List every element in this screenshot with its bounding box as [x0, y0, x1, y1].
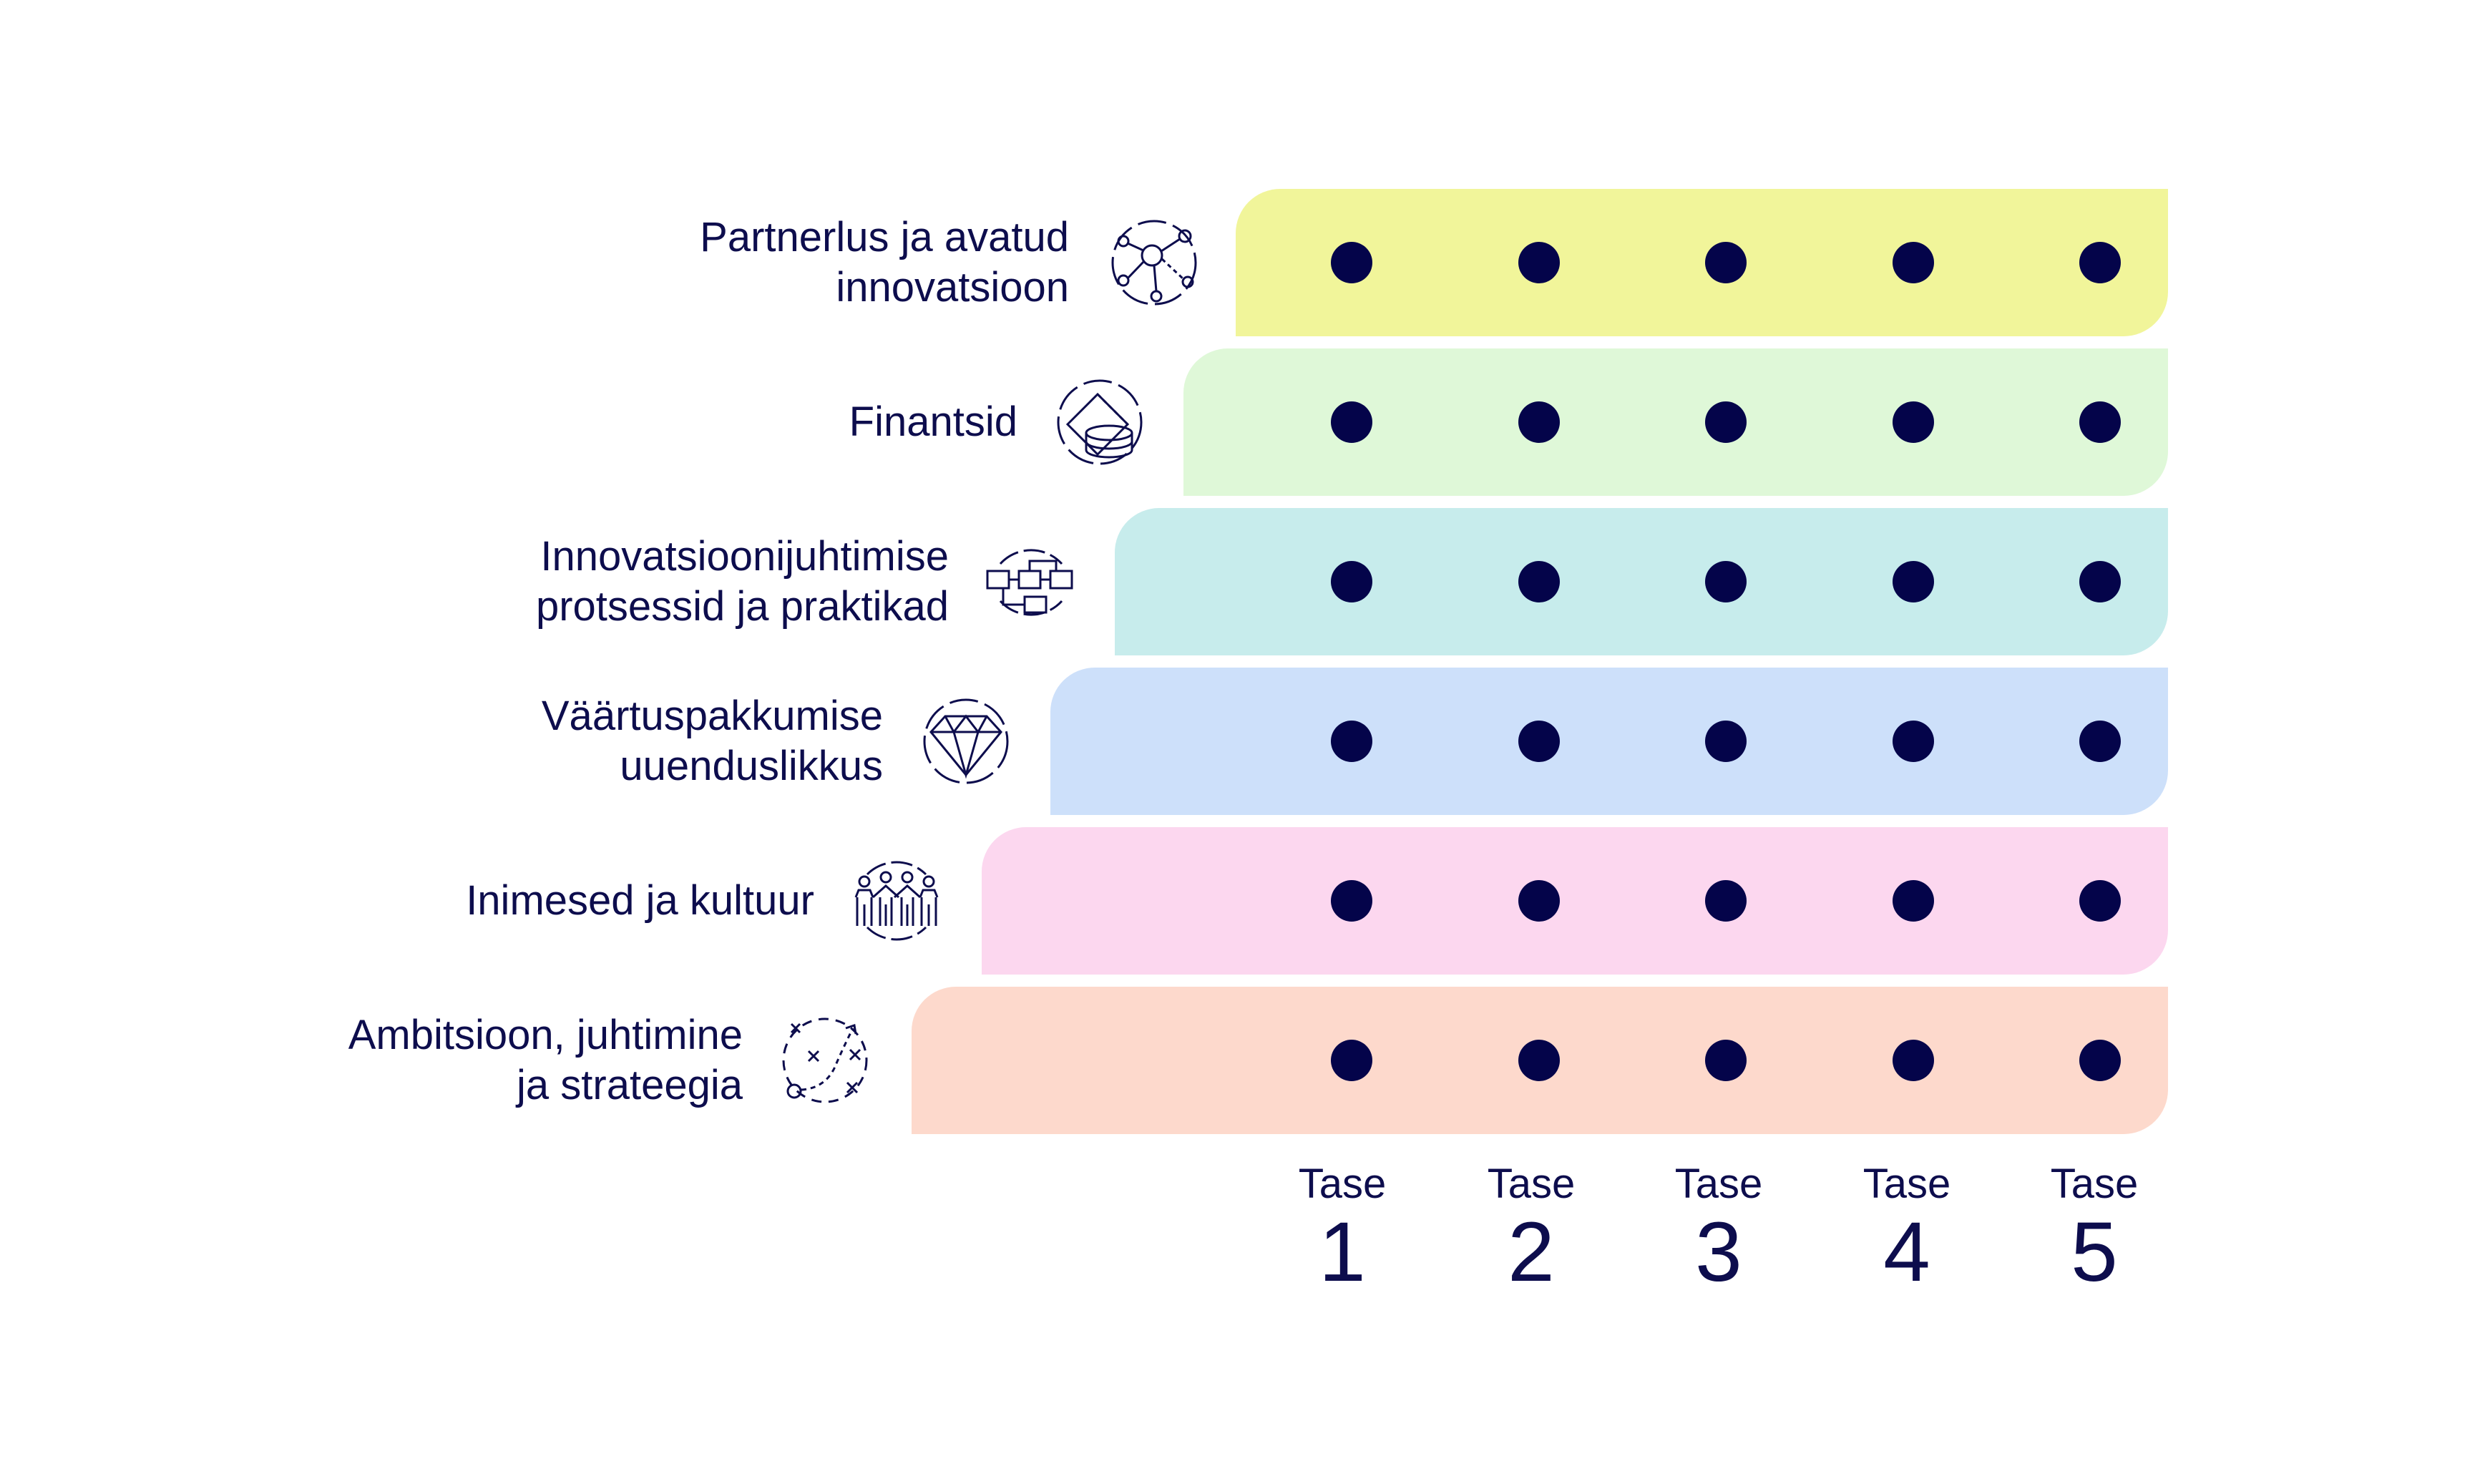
dot-ambition-4 [1893, 1040, 1934, 1081]
band-partnership [1236, 189, 2168, 336]
row-processes: Innovatsioonijuhtimise protsessid ja pra… [0, 508, 2490, 655]
dot-finances-3 [1705, 401, 1747, 443]
row-finances: Finantsid [0, 348, 2490, 496]
label-finances-line1: Finantsid [849, 399, 1017, 445]
row-value: Väärtuspakkumise uuenduslikkus [0, 668, 2490, 815]
level-3-label: Tase [1674, 1161, 1763, 1207]
dot-partnership-5 [2079, 242, 2121, 283]
dot-processes-5 [2079, 561, 2121, 602]
level-5-number: 5 [2071, 1205, 2118, 1299]
coins-icon [1053, 376, 1146, 469]
level-3-number: 3 [1695, 1205, 1742, 1299]
people-icon [850, 854, 943, 947]
level-2-number: 2 [1508, 1205, 1555, 1299]
label-processes-line1: Innovatsioonijuhtimise [540, 533, 949, 580]
dot-value-5 [2079, 721, 2121, 762]
level-2-label: Tase [1487, 1161, 1576, 1207]
label-ambition-line1: Ambitsioon, juhtimine [348, 1012, 743, 1058]
dot-people-3 [1705, 880, 1747, 922]
label-people: Inimesed ja kultuur [0, 827, 814, 975]
band-people [982, 827, 2168, 975]
dot-processes-4 [1893, 561, 1934, 602]
row-people: Inimesed ja kultuur [0, 827, 2490, 975]
dot-processes-2 [1518, 561, 1560, 602]
label-ambition-line2: ja strateegia [517, 1062, 743, 1108]
dot-partnership-4 [1893, 242, 1934, 283]
label-processes-line2: protsessid ja praktikad [535, 583, 949, 630]
dot-ambition-3 [1705, 1040, 1747, 1081]
dot-ambition-5 [2079, 1040, 2121, 1081]
dot-processes-3 [1705, 561, 1747, 602]
dot-value-3 [1705, 721, 1747, 762]
row-ambition: Ambitsioon, juhtimine ja strateegia [0, 987, 2490, 1134]
dot-partnership-2 [1518, 242, 1560, 283]
dot-partnership-1 [1331, 242, 1372, 283]
level-5-label: Tase [2050, 1161, 2139, 1207]
band-processes [1115, 508, 2168, 655]
dot-people-4 [1893, 880, 1934, 922]
dot-finances-4 [1893, 401, 1934, 443]
level-5: Tase 5 [2023, 1159, 2166, 1295]
label-ambition: Ambitsioon, juhtimine ja strateegia [0, 987, 743, 1134]
label-value-line2: uuenduslikkus [620, 743, 883, 789]
dot-ambition-1 [1331, 1040, 1372, 1081]
dot-value-1 [1331, 721, 1372, 762]
dot-people-2 [1518, 880, 1560, 922]
diamond-icon [919, 695, 1012, 788]
level-3: Tase 3 [1647, 1159, 1790, 1295]
level-4: Tase 4 [1835, 1159, 1978, 1295]
level-axis: Tase 1 Tase 2 Tase 3 Tase 4 Tase 5 [0, 1159, 2490, 1302]
level-1-number: 1 [1319, 1205, 1366, 1299]
level-2: Tase 2 [1460, 1159, 1603, 1295]
strategy-icon [778, 1014, 872, 1107]
label-value-line1: Väärtuspakkumise [541, 693, 883, 739]
dot-finances-1 [1331, 401, 1372, 443]
label-finances: Finantsid [0, 348, 1017, 496]
label-processes: Innovatsioonijuhtimise protsessid ja pra… [0, 508, 949, 655]
dot-value-4 [1893, 721, 1934, 762]
level-1: Tase 1 [1271, 1159, 1414, 1295]
level-4-number: 4 [1883, 1205, 1930, 1299]
dot-people-5 [2079, 880, 2121, 922]
level-1-label: Tase [1298, 1161, 1387, 1207]
dot-finances-5 [2079, 401, 2121, 443]
dot-finances-2 [1518, 401, 1560, 443]
label-value: Väärtuspakkumise uuenduslikkus [0, 668, 883, 815]
dot-processes-1 [1331, 561, 1372, 602]
network-icon [1108, 216, 1201, 309]
flowchart-icon [985, 535, 1078, 628]
level-4-label: Tase [1862, 1161, 1951, 1207]
label-partnership-line2: innovatsioon [836, 264, 1069, 311]
row-partnership: Partnerlus ja avatud innovatsioon [0, 189, 2490, 336]
dot-ambition-2 [1518, 1040, 1560, 1081]
dot-value-2 [1518, 721, 1560, 762]
label-people-line1: Inimesed ja kultuur [466, 877, 814, 924]
label-partnership-line1: Partnerlus ja avatud [700, 214, 1069, 260]
band-value [1050, 668, 2168, 815]
label-partnership: Partnerlus ja avatud innovatsioon [0, 189, 1069, 336]
dot-partnership-3 [1705, 242, 1747, 283]
dot-people-1 [1331, 880, 1372, 922]
